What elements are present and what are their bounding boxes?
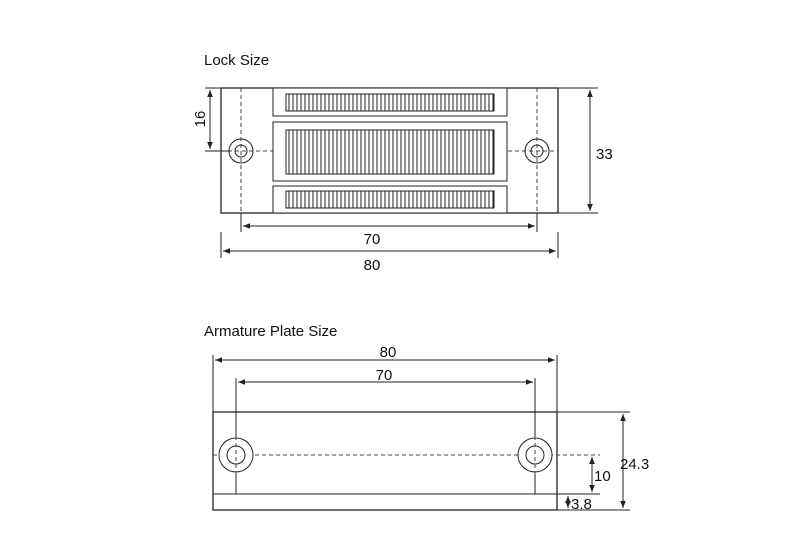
armature-diagram: Armature Plate Size 80 bbox=[204, 323, 649, 513]
armature-dim-80-label: 80 bbox=[380, 344, 397, 361]
armature-dim-80: 80 bbox=[212, 344, 558, 412]
lock-middle-slot bbox=[272, 121, 508, 182]
armature-title: Armature Plate Size bbox=[204, 323, 337, 340]
lock-top-slot bbox=[272, 87, 508, 117]
lock-dim-70-label: 70 bbox=[364, 231, 381, 248]
armature-dim-3-8: 3.8 bbox=[565, 496, 592, 513]
armature-dim-3-8-label: 3.8 bbox=[571, 496, 592, 513]
armature-right-hole bbox=[517, 436, 553, 474]
lock-dim-16-label: 16 bbox=[192, 111, 209, 128]
lock-dim-16: 16 bbox=[192, 87, 229, 152]
armature-dim-70-label: 70 bbox=[376, 367, 393, 384]
armature-dim-24-3-label: 24.3 bbox=[620, 456, 649, 473]
lock-dim-33-label: 33 bbox=[596, 146, 613, 163]
armature-dim-70: 70 bbox=[238, 367, 533, 385]
lock-dim-33: 33 bbox=[558, 87, 613, 214]
lock-title: Lock Size bbox=[204, 52, 269, 69]
lock-diagram: Lock Size bbox=[192, 52, 613, 274]
lock-bottom-slot bbox=[272, 185, 508, 214]
lock-dim-80: 80 bbox=[220, 232, 559, 274]
armature-left-hole bbox=[218, 436, 254, 474]
armature-plate bbox=[212, 411, 558, 511]
armature-dim-10: 10 bbox=[557, 457, 611, 495]
armature-dim-10-label: 10 bbox=[594, 468, 611, 485]
lock-right-hole bbox=[524, 138, 550, 164]
lock-dim-70: 70 bbox=[240, 213, 538, 248]
armature-dim-24-3: 24.3 bbox=[557, 411, 649, 511]
lock-dim-80-label: 80 bbox=[364, 257, 381, 274]
